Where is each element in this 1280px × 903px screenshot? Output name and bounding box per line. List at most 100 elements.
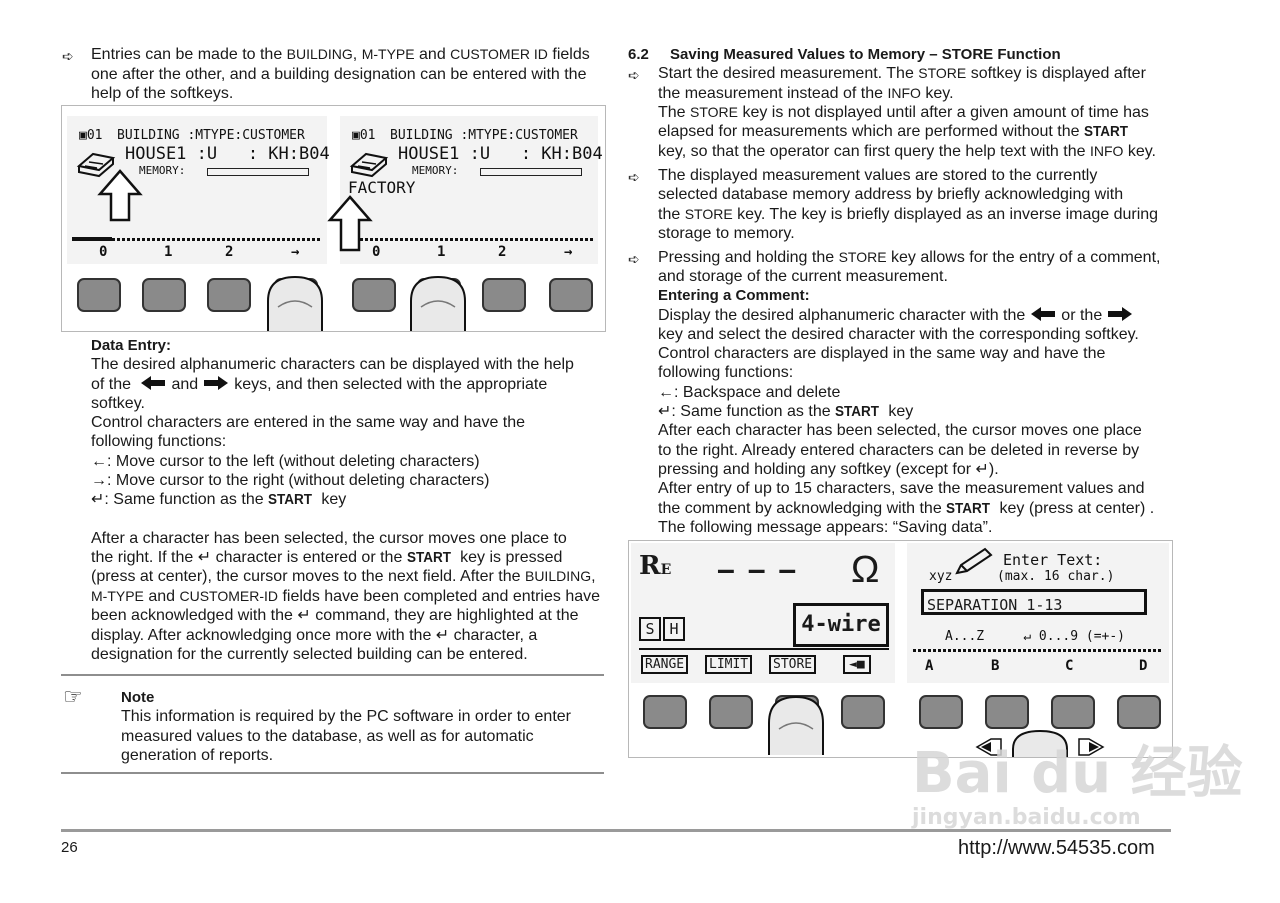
- field-values: HOUSE1 :U : KH:B04: [398, 144, 603, 164]
- store-function-figure: RE – – – Ω S H 4-wire RANGE LIMIT STORE …: [628, 540, 1173, 758]
- softkey-label-c: C: [1065, 658, 1074, 674]
- b1-line: The STORE key is not displayed until aft…: [658, 104, 1149, 121]
- intro-line-2: one after the other, and a building desi…: [91, 66, 587, 83]
- cursor-up-arrow-icon: [97, 169, 143, 222]
- softkey-button[interactable]: [352, 278, 396, 312]
- baidu-watermark-logo: Bai du 经验: [912, 741, 1243, 806]
- measurement-value: – – –: [717, 551, 799, 587]
- comment-line: After each character has been selected, …: [658, 422, 1142, 439]
- after-line: (press at center), the cursor moves to t…: [91, 568, 596, 585]
- comment-line: The following message appears: “Saving d…: [658, 519, 993, 536]
- left-arrow-key-icon: [1031, 307, 1056, 321]
- comment-line: following functions:: [658, 364, 794, 381]
- data-entry-heading: Data Entry:: [91, 337, 172, 354]
- data-entry-line: following functions:: [91, 433, 227, 450]
- section-number: 6.2: [628, 46, 649, 63]
- note-line: This information is required by the PC s…: [121, 708, 571, 725]
- finger-press-icon: [267, 275, 323, 331]
- softkey-line: [345, 238, 595, 241]
- finger-press-icon: [1012, 729, 1068, 757]
- measurement-lcd: RE – – – Ω S H 4-wire RANGE LIMIT STORE …: [631, 543, 895, 683]
- after-line: display. After acknowledging once more w…: [91, 627, 538, 644]
- lcd-panel-1: ▣01 BUILDING :MTYPE:CUSTOMER HOUSE1 :U :…: [67, 116, 330, 264]
- note-line: generation of reports.: [121, 747, 274, 764]
- note-rule-bottom: [61, 772, 604, 774]
- comment-line: the comment by acknowledging with the ST…: [658, 500, 1155, 517]
- data-entry-line: →: Move cursor to the right (without del…: [91, 472, 490, 489]
- data-entry-line: ↵: Same function as the START key: [91, 491, 347, 508]
- section-title: Saving Measured Values to Memory – STORE…: [670, 46, 1061, 63]
- intro-line-1: Entries can be made to the BUILDING, M-T…: [91, 46, 590, 63]
- after-line: been acknowledged with the ↵ command, th…: [91, 607, 579, 624]
- comment-line: After entry of up to 15 characters, save…: [658, 480, 1145, 497]
- b3-line: Pressing and holding the STORE key allow…: [658, 249, 1161, 266]
- data-entry-line: ←: Move cursor to the left (without dele…: [91, 453, 480, 470]
- b1-line: Start the desired measurement. The STORE…: [658, 65, 1146, 82]
- comment-line: Control characters are displayed in the …: [658, 345, 1106, 362]
- b1-line: key, so that the operator can first quer…: [658, 143, 1156, 160]
- comment-line: Display the desired alphanumeric charact…: [658, 306, 1138, 326]
- ohm-unit: Ω: [851, 549, 880, 591]
- after-line: the right. If the ↵ character is entered…: [91, 549, 563, 566]
- softkey-button[interactable]: [841, 695, 885, 729]
- softkey-entry-figure: ▣01 BUILDING :MTYPE:CUSTOMER HOUSE1 :U :…: [61, 105, 606, 332]
- re-symbol: RE: [639, 551, 672, 581]
- comment-input[interactable]: SEPARATION 1-13: [921, 589, 1147, 615]
- softkey-button[interactable]: [77, 278, 121, 312]
- softkey-button[interactable]: [1117, 695, 1161, 729]
- comment-heading: Entering a Comment:: [658, 287, 810, 304]
- field-values: HOUSE1 :U : KH:B04: [125, 144, 330, 164]
- softkey-button[interactable]: [709, 695, 753, 729]
- softkey-line: [72, 238, 322, 241]
- softkey-button[interactable]: [549, 278, 593, 312]
- memory-number: ▣01: [79, 128, 103, 143]
- after-line: designation for the currently selected b…: [91, 646, 528, 663]
- note-rule-top: [61, 674, 604, 676]
- pencil-icon: [955, 547, 993, 575]
- comment-line: ←: Backspace and delete: [658, 384, 841, 401]
- softkey-label-4: →: [291, 244, 300, 260]
- after-line: M-TYPE and CUSTOMER-ID fields have been …: [91, 588, 601, 605]
- softkey-button[interactable]: [919, 695, 963, 729]
- softkey-button[interactable]: [985, 695, 1029, 729]
- softkey-button[interactable]: [207, 278, 251, 312]
- enter-text-label: Enter Text:: [1003, 551, 1103, 569]
- b1-line: the measurement instead of the INFO key.: [658, 85, 954, 102]
- softkey-label-a: A: [925, 658, 934, 674]
- page-number: 26: [61, 839, 78, 856]
- text-entry-lcd: Enter Text: xyz (max. 16 char.) SEPARATI…: [907, 543, 1169, 683]
- softkey-label-d: D: [1139, 658, 1148, 674]
- range-softkey-label: RANGE: [641, 655, 689, 674]
- comment-line: ↵: Same function as the START key: [658, 403, 914, 420]
- softkey-button[interactable]: [482, 278, 526, 312]
- softkey-button[interactable]: [142, 278, 186, 312]
- h-indicator: H: [663, 617, 685, 641]
- comment-line: to the right. Already entered characters…: [658, 442, 1140, 459]
- softkey-button[interactable]: [1051, 695, 1095, 729]
- memory-label: MEMORY:: [412, 164, 459, 177]
- left-arrow-key-icon: [141, 376, 166, 390]
- arrow-keys-icon: [975, 738, 1105, 756]
- source-url: http://www.54535.com: [958, 837, 1155, 859]
- bullet-arrow-icon: ➪: [62, 48, 74, 64]
- softkey-button[interactable]: [643, 695, 687, 729]
- note-line: measured values to the database, as well…: [121, 728, 534, 745]
- b1-line: elapsed for measurements which are perfo…: [658, 123, 1129, 140]
- cursor-up-arrow-icon: [327, 195, 373, 252]
- softkey-label-4: →: [564, 244, 573, 260]
- s-indicator: S: [639, 617, 661, 641]
- softkey-label-3: 2: [498, 244, 507, 260]
- back-softkey-label: ◄■: [843, 655, 871, 674]
- softkey-label-2: 1: [437, 244, 446, 260]
- b2-line: selected database memory address by brie…: [658, 186, 1124, 203]
- softkey-label-2: 1: [164, 244, 173, 260]
- wire-mode-label: 4-wire: [793, 603, 889, 647]
- softkey-label-1: 0: [99, 244, 108, 260]
- softkey-label-1: 0: [372, 244, 381, 260]
- softkey-label-b: B: [991, 658, 1000, 674]
- xyz-label: xyz: [929, 569, 953, 584]
- memory-bar: [207, 168, 309, 176]
- b3-line: and storage of the current measurement.: [658, 268, 948, 285]
- memory-bar: [480, 168, 582, 176]
